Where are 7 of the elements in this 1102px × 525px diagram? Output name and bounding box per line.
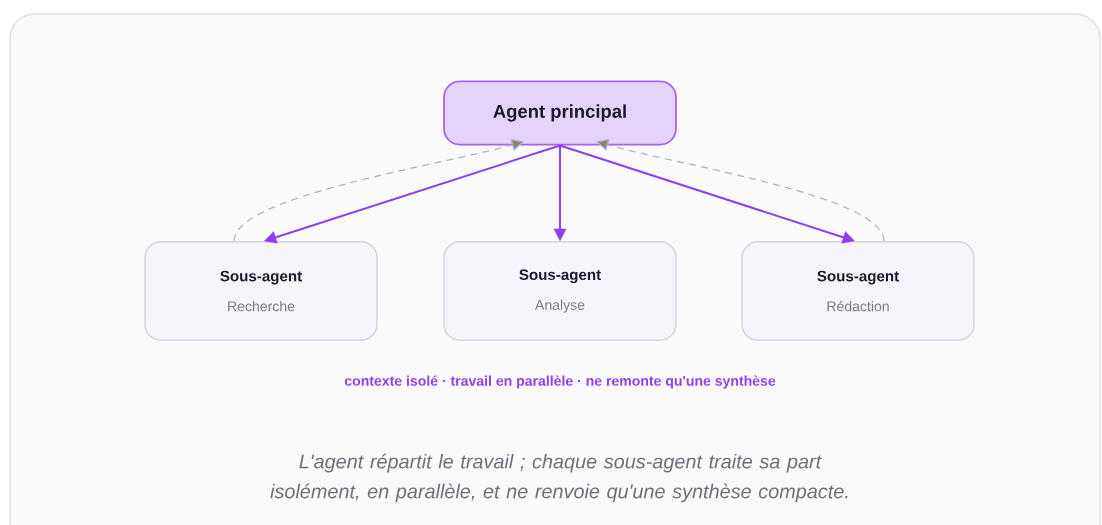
sub-agent-box: Sous-agent Rédaction	[741, 241, 975, 341]
main-agent-box: Agent principal	[443, 80, 677, 146]
caption: L'agent répartit le travail ; chaque sous-agent traite sa part isolément, en parallèle, et ne renvoie qu'une synthèse compacte.	[270, 453, 848, 503]
sub-agent-box: Sous-agent Analyse	[443, 241, 677, 341]
note-text: contexte isolé · travail en parallèle · ne remonte qu'une synthèse	[344, 375, 776, 389]
arrow	[233, 138, 524, 242]
sub-agent-box: Sous-agent Recherche	[144, 241, 378, 341]
